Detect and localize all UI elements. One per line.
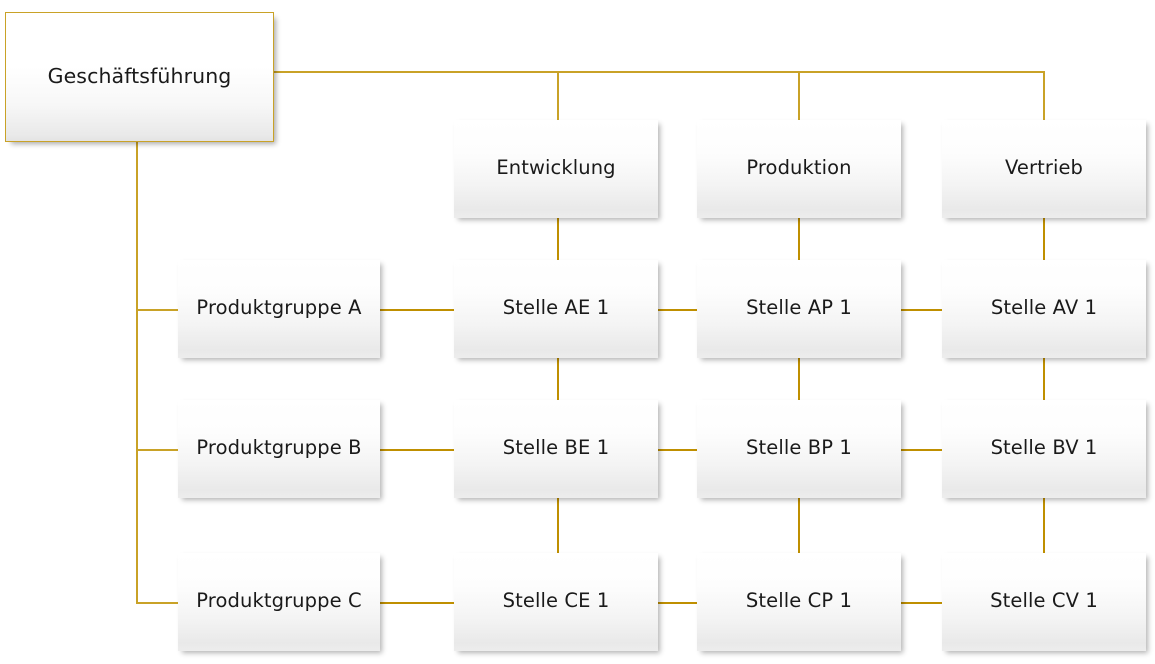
node-stelle-ap-1[interactable]: Stelle AP 1	[697, 260, 901, 358]
connector-row-b-to-row-c-vertrieb	[1043, 498, 1045, 555]
node-vertrieb[interactable]: Vertrieb	[942, 120, 1146, 218]
connector-row-c-pg-to-entwicklung	[379, 602, 455, 604]
connector-row-b-entwicklung-to-produktion	[657, 449, 698, 451]
node-stelle-av-1[interactable]: Stelle AV 1	[942, 260, 1146, 358]
connector-trunk-to-entwicklung	[557, 71, 559, 121]
node-label: Produktion	[746, 156, 852, 180]
node-produktgruppe-b[interactable]: Produktgruppe B	[178, 400, 380, 498]
node-label: Stelle BV 1	[990, 436, 1098, 460]
connector-row-a-to-row-b-entwicklung	[557, 358, 559, 402]
node-label: Stelle BE 1	[502, 436, 610, 460]
connector-root-horizontal-trunk	[274, 71, 1045, 73]
connector-row-c-entwicklung-to-produktion	[657, 602, 698, 604]
node-stelle-bp-1[interactable]: Stelle BP 1	[697, 400, 901, 498]
connector-root-vertical-trunk	[136, 140, 138, 603]
node-label: Stelle CV 1	[990, 589, 1098, 613]
connector-vertrieb-to-row-a	[1043, 218, 1045, 262]
node-geschaeftsfuehrung[interactable]: Geschäftsführung	[5, 12, 274, 142]
node-label: Vertrieb	[1004, 156, 1084, 180]
node-stelle-cv-1[interactable]: Stelle CV 1	[942, 553, 1146, 651]
connector-trunk-to-produktgruppe-a	[136, 309, 179, 311]
node-label: Stelle CP 1	[745, 589, 853, 613]
connector-trunk-to-produktgruppe-c	[136, 602, 179, 604]
connector-row-b-to-row-c-produktion	[798, 498, 800, 555]
connector-row-a-pg-to-entwicklung	[379, 309, 455, 311]
node-label: Produktgruppe A	[196, 296, 362, 320]
connector-row-a-entwicklung-to-produktion	[657, 309, 698, 311]
connector-trunk-to-produktgruppe-b	[136, 449, 179, 451]
node-stelle-ce-1[interactable]: Stelle CE 1	[454, 553, 658, 651]
node-label: Stelle AE 1	[502, 296, 610, 320]
connector-row-c-produktion-to-vertrieb	[900, 602, 943, 604]
node-label: Geschäftsführung	[47, 63, 232, 88]
node-produktion[interactable]: Produktion	[697, 120, 901, 218]
node-produktgruppe-a[interactable]: Produktgruppe A	[178, 260, 380, 358]
node-label: Produktgruppe B	[196, 436, 362, 460]
connector-row-a-to-row-b-produktion	[798, 358, 800, 402]
connector-row-a-to-row-b-vertrieb	[1043, 358, 1045, 402]
node-label: Stelle AP 1	[746, 296, 852, 320]
connector-entwicklung-to-row-a	[557, 218, 559, 262]
node-label: Entwicklung	[496, 156, 616, 180]
node-stelle-be-1[interactable]: Stelle BE 1	[454, 400, 658, 498]
node-stelle-cp-1[interactable]: Stelle CP 1	[697, 553, 901, 651]
connector-produktion-to-row-a	[798, 218, 800, 262]
connector-row-b-to-row-c-entwicklung	[557, 498, 559, 555]
node-label: Stelle AV 1	[990, 296, 1098, 320]
node-label: Stelle CE 1	[502, 589, 610, 613]
connector-row-b-pg-to-entwicklung	[379, 449, 455, 451]
node-stelle-ae-1[interactable]: Stelle AE 1	[454, 260, 658, 358]
node-produktgruppe-c[interactable]: Produktgruppe C	[178, 553, 380, 651]
connector-trunk-to-vertrieb	[1043, 71, 1045, 121]
node-entwicklung[interactable]: Entwicklung	[454, 120, 658, 218]
node-stelle-bv-1[interactable]: Stelle BV 1	[942, 400, 1146, 498]
connector-trunk-to-produktion	[798, 71, 800, 121]
node-label: Stelle BP 1	[746, 436, 852, 460]
connector-row-a-produktion-to-vertrieb	[900, 309, 943, 311]
connector-row-b-produktion-to-vertrieb	[900, 449, 943, 451]
node-label: Produktgruppe C	[196, 589, 362, 613]
